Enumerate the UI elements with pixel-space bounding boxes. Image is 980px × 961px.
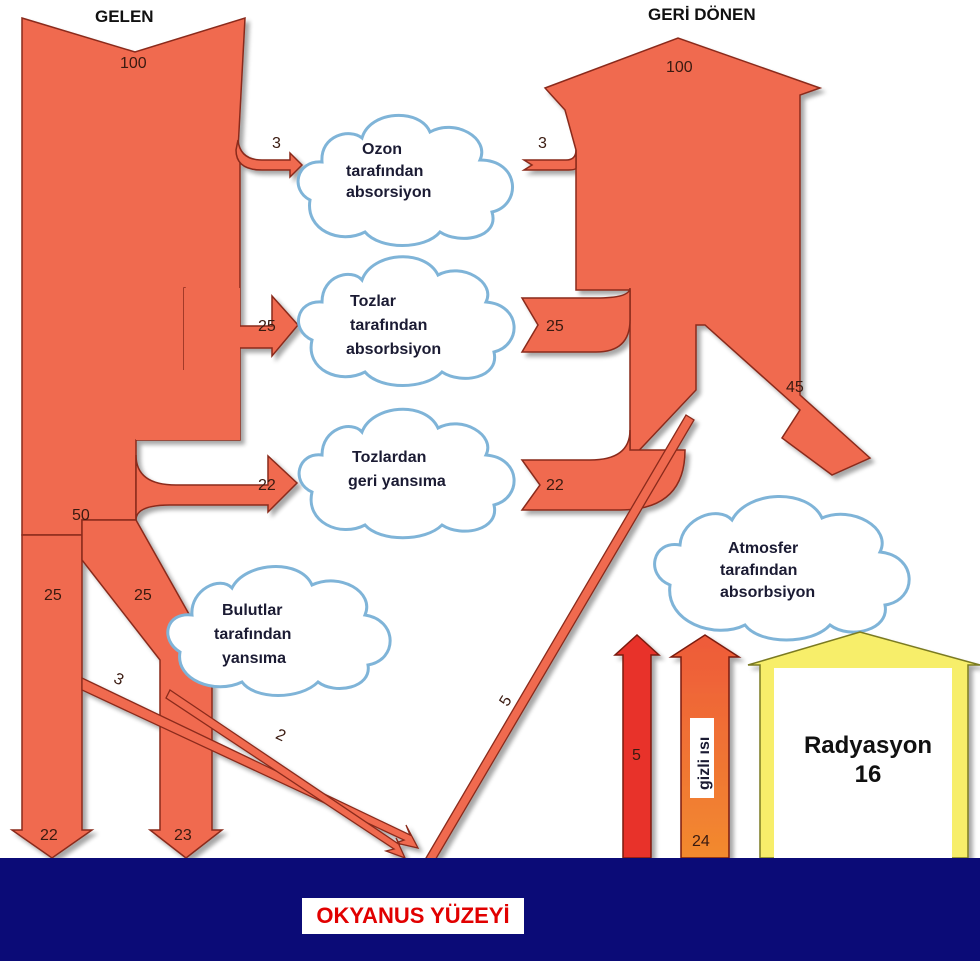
cloud-atmosphere: Atmosfer tarafından absorbsiyon [653,495,911,642]
outgoing-flow [425,37,872,863]
cloud-clouds-reflection: Bulutlar tarafından yansıma [166,565,392,697]
incoming-title: GELEN [95,7,154,26]
latent-heat-label: gizli ısı [696,737,713,790]
left-25-value: 25 [44,587,62,604]
outgoing-title: GERİ DÖNEN [648,5,756,24]
outgoing-total-value: 100 [666,59,693,76]
surface-emissions [613,631,980,859]
radiation-label: Radyasyon [804,732,932,759]
cloud-dust-absorption-line1: Tozlar [350,293,396,310]
diagonal-5-value: 5 [496,693,515,710]
cloud-dust-absorption: Tozlar tarafından absorbsiyon [297,255,516,387]
dust-ref-out-value: 22 [546,477,564,494]
ozone-in-value: 3 [272,135,281,152]
dust-reflection-incoming-arrow [135,454,299,521]
middle-23-value: 23 [174,827,192,844]
incoming-total-value: 100 [120,55,147,72]
cloud-ozone-line3: absorsiyon [346,184,431,201]
ozone-out-value: 3 [538,135,547,152]
cloud-dust-absorption-line2: tarafından [350,317,427,334]
cloud-dust-reflection-line2: geri yansıma [348,473,446,490]
dust-abs-in-value: 25 [258,318,276,335]
outgoing-main-arrow [543,37,872,476]
cloud-clouds-reflection-line1: Bulutlar [222,602,282,619]
ozone-outgoing-arrow [521,149,577,171]
cloud-ozone-line2: tarafından [346,163,423,180]
cloud-dust-reflection: Tozlardan geri yansıma [297,407,516,540]
dust-ref-in-value: 22 [258,477,276,494]
cloud-ozone: Ozon tarafından absorsiyon [296,113,515,247]
incoming-flow [9,16,420,860]
left-column-arrow [9,534,95,859]
dust-abs-out-value: 25 [546,318,564,335]
left-22-value: 22 [40,827,58,844]
cloud-clouds-reflection-line2: tarafından [214,626,291,643]
cloud-atmosphere-line2: tarafından [720,562,797,579]
cloud-dust-reflection-line1: Tozlardan [352,449,426,466]
incoming-trunk [21,16,246,536]
radiation-value: 16 [855,761,882,788]
ozone-incoming-arrow [235,139,304,179]
middle-25-value: 25 [134,587,152,604]
diagonal-3-value: 3 [111,670,126,689]
cloud-dust-absorption-line3: absorbsiyon [346,341,441,358]
dust-absorption-outgoing-arrow [520,287,631,353]
red-up-arrow [613,633,661,859]
diagonal-2-arrow [165,689,407,860]
split-50-value: 50 [72,507,90,524]
cloud-ozone-line1: Ozon [362,141,402,158]
latent-24-value: 24 [692,833,710,850]
cloud-atmosphere-line3: absorbsiyon [720,584,815,601]
latent-heat-label-bg [690,718,714,798]
radiation-box [774,668,952,858]
cloud-clouds-reflection-line3: yansıma [222,650,286,667]
ocean-label: OKYANUS YÜZEYİ [302,898,524,934]
up-5-value: 5 [632,747,641,764]
cloud-atmosphere-line1: Atmosfer [728,540,798,557]
side-45-value: 45 [786,379,804,396]
diagonal-2-value: 2 [273,726,288,745]
